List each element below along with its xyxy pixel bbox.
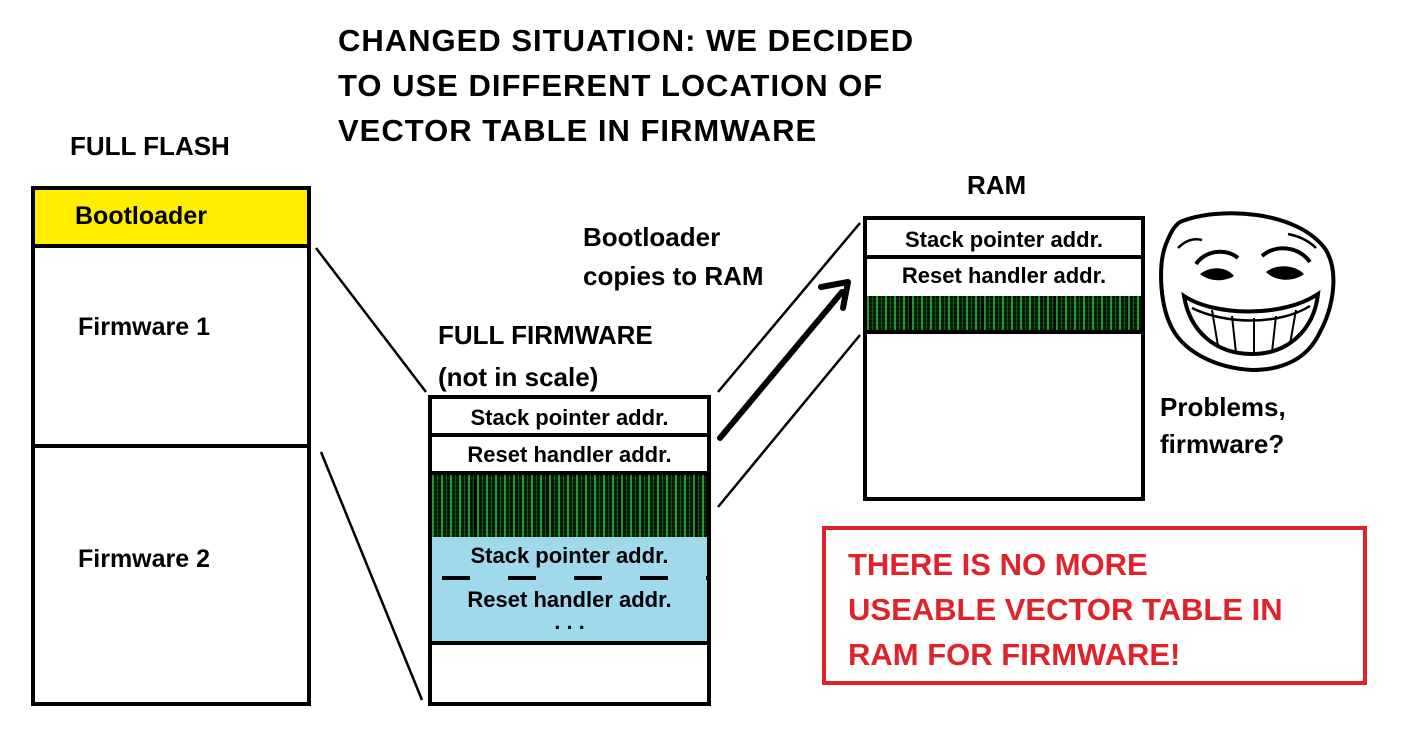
flash-firmware1-label: Firmware 1 [78, 313, 211, 341]
flash-firmware2-label: Firmware 2 [78, 545, 211, 573]
question-line-1: Problems, [1160, 392, 1286, 422]
fw-stack-pointer-2-label: Stack pointer addr. [470, 543, 669, 568]
trollface-icon [1159, 211, 1336, 373]
fw-relocated-vector-table: Stack pointer addr. Reset handler addr. … [432, 537, 707, 645]
flash-bootloader-label: Bootloader [75, 202, 207, 230]
flash-firmware1-segment: Firmware 1 [35, 248, 307, 448]
ram-reset-handler-cell: Reset handler addr. [867, 259, 1141, 296]
warning-line-1: THERE IS NO MORE [848, 547, 1148, 582]
warning-box: THERE IS NO MORE USEABLE VECTOR TABLE IN… [822, 526, 1367, 685]
fw-stack-pointer-label: Stack pointer addr. [470, 405, 669, 430]
warning-text: THERE IS NO MORE USEABLE VECTOR TABLE IN… [848, 542, 1283, 677]
full-firmware-subheading: (not in scale) [438, 362, 599, 392]
zoom-line-bottom-right [717, 334, 861, 508]
fw-code-region [432, 475, 707, 537]
title-line-1: CHANGED SITUATION: WE DECIDED [338, 23, 915, 58]
fw-stack-pointer-cell: Stack pointer addr. [432, 399, 707, 437]
flash-firmware2-segment: Firmware 2 [35, 448, 307, 702]
title-line-3: VECTOR TABLE IN FIRMWARE [338, 113, 818, 148]
question-line-2: firmware? [1160, 429, 1285, 459]
ram-block: Stack pointer addr. Reset handler addr. [863, 216, 1145, 501]
fw-reset-handler-cell: Reset handler addr. [432, 437, 707, 475]
flash-bootloader-segment: Bootloader [35, 190, 307, 248]
fw-reset-handler-label: Reset handler addr. [467, 442, 672, 467]
title-line-2: TO USE DIFFERENT LOCATION OF [338, 68, 884, 103]
full-firmware-block: Stack pointer addr. Reset handler addr. … [428, 395, 711, 706]
zoom-line-top-right [717, 222, 861, 393]
diagram-title: CHANGED SITUATION: WE DECIDED TO USE DIF… [338, 18, 914, 153]
ram-code-region [867, 296, 1141, 334]
ram-reset-handler-label: Reset handler addr. [901, 263, 1107, 288]
full-flash-heading: FULL FLASH [70, 131, 230, 161]
warning-line-3: RAM FOR FIRMWARE! [848, 637, 1181, 672]
copy-note-line-1: Bootloader [583, 222, 721, 252]
full-firmware-heading: FULL FIRMWARE [438, 320, 653, 350]
zoom-line-top-left [315, 247, 427, 393]
question-text: Problems, firmware? [1160, 389, 1286, 463]
copy-note: Bootloader copies to RAM [583, 218, 764, 296]
copy-arrow [717, 279, 851, 441]
zoom-line-bottom-left [319, 451, 424, 701]
ram-stack-pointer-label: Stack pointer addr. [904, 227, 1104, 252]
fw-dashed-divider [432, 576, 707, 580]
copy-note-line-2: copies to RAM [583, 261, 764, 291]
fw-ellipsis: . . . [554, 609, 585, 634]
ram-heading: RAM [967, 170, 1027, 200]
ram-stack-pointer-cell: Stack pointer addr. [867, 220, 1141, 259]
warning-line-2: USEABLE VECTOR TABLE IN [848, 592, 1283, 627]
full-flash-block: Bootloader Firmware 1 Firmware 2 [31, 186, 311, 706]
fw-reset-handler-2-label: Reset handler addr. [467, 587, 672, 612]
